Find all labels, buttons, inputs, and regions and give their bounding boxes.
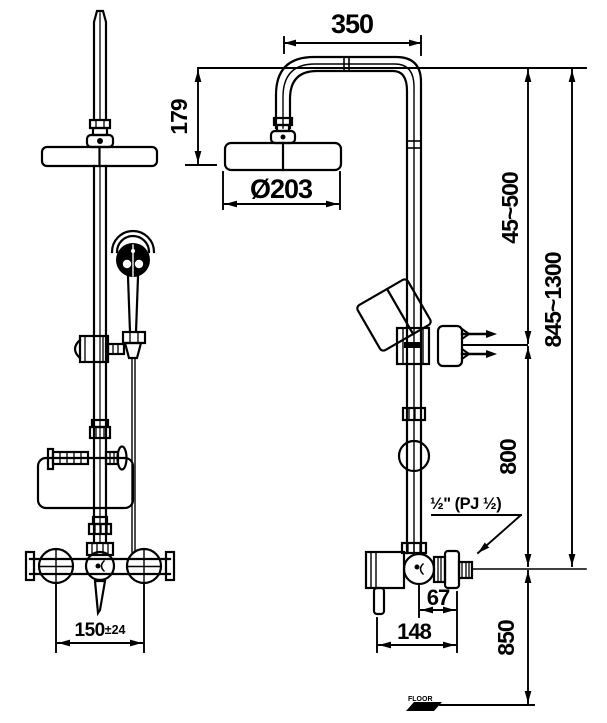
- connection-label: ½" (PJ ½): [430, 495, 501, 513]
- dim-850-label: 850: [493, 620, 519, 656]
- dim-45-500-label: 45~500: [497, 172, 523, 244]
- dim-800: 800: [495, 346, 532, 567]
- front-riser-pipe: [87, 164, 113, 545]
- dim-800-label: 800: [495, 439, 521, 475]
- front-shower-head: [40, 145, 159, 168]
- dim-45-500: 45~500: [462, 69, 532, 346]
- dim-67-label: 67: [427, 585, 450, 610]
- front-view: [24, 9, 176, 617]
- dimensions: 350 179 Ø203 45~500 800 850: [55, 9, 587, 711]
- side-mixer: [364, 549, 587, 616]
- floor-label: FLOOR: [408, 696, 433, 703]
- floor-mark-icon: [406, 702, 442, 711]
- dim-850: 850: [493, 570, 532, 704]
- screw-icon-bottom: [460, 347, 497, 361]
- dim-350-label: 350: [331, 9, 373, 39]
- side-pipe: [274, 55, 431, 555]
- spout-icon: [93, 579, 107, 617]
- dim-148: 148: [376, 617, 456, 653]
- dim-150-label: 150±24: [75, 620, 126, 641]
- screw-icon-top: [460, 327, 497, 341]
- front-mixer: [24, 541, 176, 617]
- side-shower-head: [223, 116, 343, 172]
- dim-d203: Ø203: [222, 171, 341, 210]
- dim-350: 350: [283, 9, 422, 56]
- side-view: [223, 55, 587, 616]
- dim-845-1300-label: 845~1300: [540, 252, 566, 347]
- side-hand-shower: [356, 278, 432, 352]
- floor-reference: FLOOR: [406, 696, 535, 711]
- dim-845-1300: 845~1300: [540, 69, 576, 567]
- hand-shower: [110, 229, 156, 553]
- soap-dish: [36, 445, 135, 510]
- dim-150: 150±24: [55, 584, 145, 653]
- mixer-lever: [372, 586, 386, 616]
- dim-d203-label: Ø203: [250, 174, 313, 204]
- wall-bracket: [395, 324, 497, 368]
- ball-joint-icon: [97, 138, 103, 144]
- dim-179: 179: [166, 69, 217, 166]
- connection-callout: ½" (PJ ½): [430, 495, 523, 555]
- front-top-pipe: [85, 9, 115, 149]
- pipe-joint-circle: [397, 439, 431, 473]
- dim-148-label: 148: [397, 619, 431, 644]
- dim-67: 67: [418, 585, 458, 653]
- dim-179-label: 179: [166, 99, 192, 135]
- slider-bracket: [73, 334, 126, 364]
